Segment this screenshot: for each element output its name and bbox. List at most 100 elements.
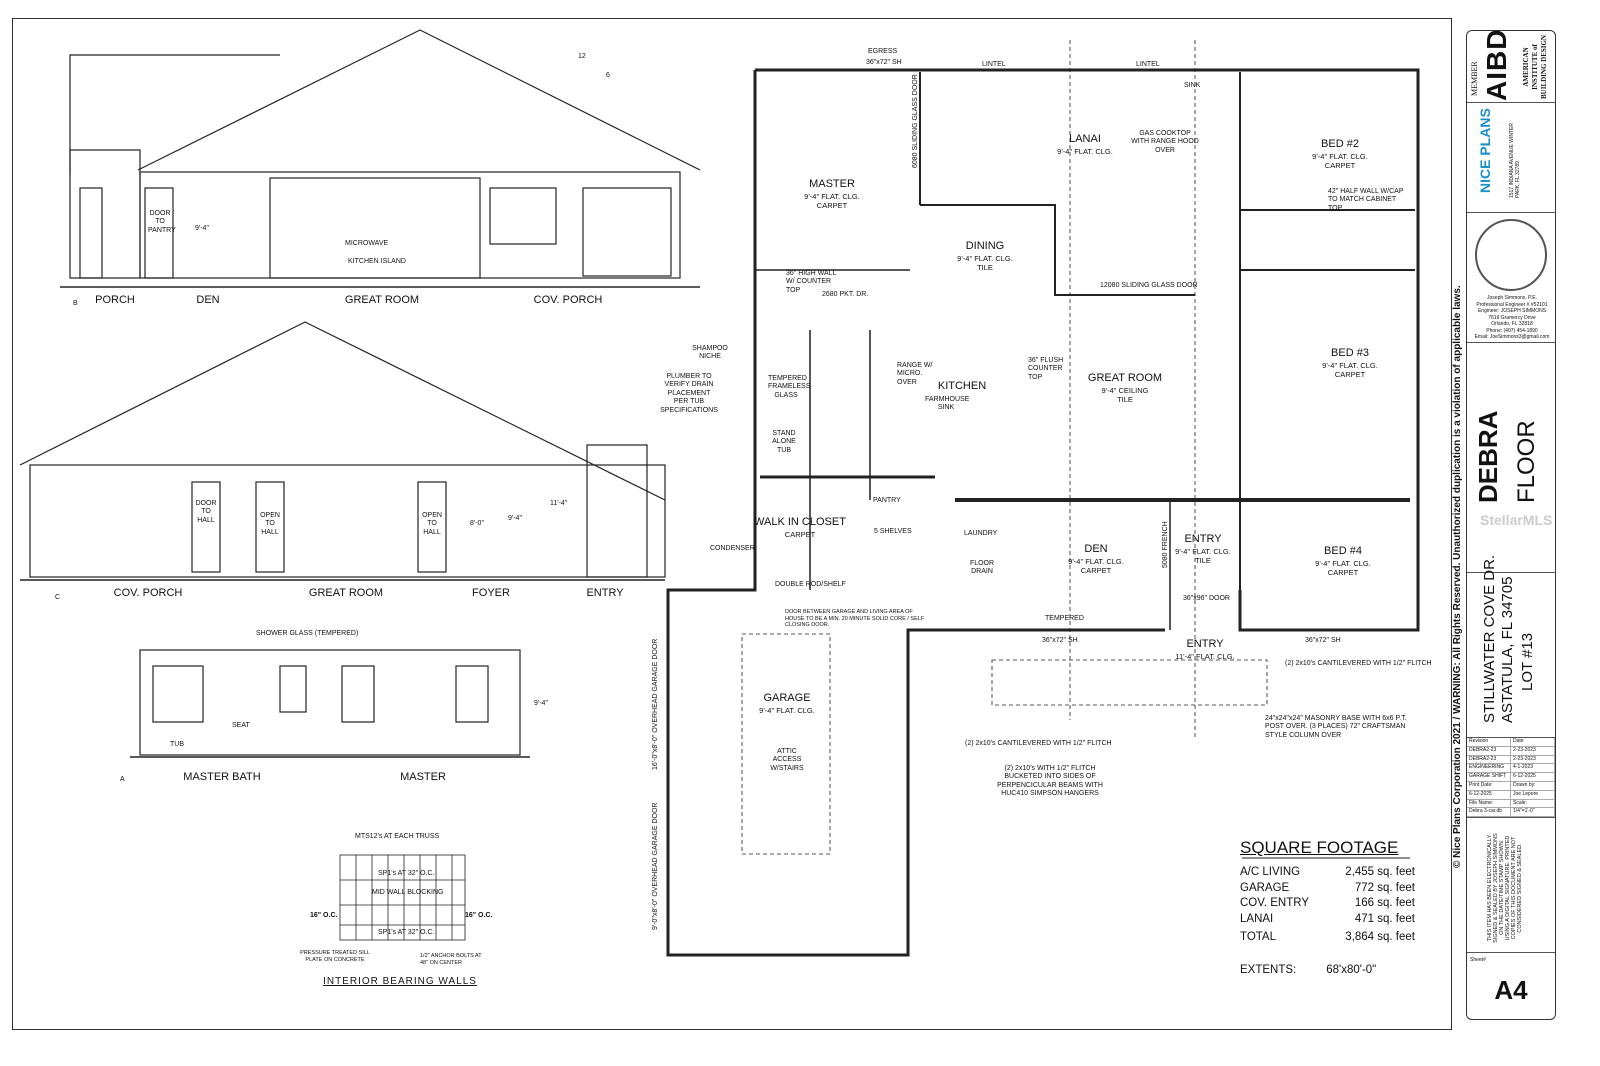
note-cooktop: GAS COOKTOP WITH RANGE HOOD OVER: [1131, 130, 1199, 154]
sqft-value: 471 sq. feet: [1354, 912, 1415, 925]
plan-name-text: DEBRA: [1473, 410, 1503, 503]
note-flitch: (2) 2x10's WITH 1/2" FLITCH BUCKETED INT…: [997, 765, 1103, 798]
aibd-full: AMERICAN INSTITUTE of BUILDING DESIGN: [1522, 35, 1548, 99]
sqft-label: TOTAL: [1240, 931, 1276, 943]
note-shower-glass: SHOWER GLASS (TEMPERED): [256, 630, 359, 637]
esign-text: THIS ITEM HAS BEEN ELECTRONICALLY SIGNED…: [1487, 833, 1523, 943]
room-ceiling: 9'-4" FLAT. CLG.: [759, 705, 815, 715]
section-marker: A: [120, 776, 125, 783]
engineer-line: Orlando, FL 32818: [1491, 321, 1533, 327]
label-den: DEN: [196, 294, 220, 306]
note-range: RANGE W/ MICRO. OVER: [897, 362, 933, 386]
note-island: KITCHEN ISLAND: [348, 258, 406, 265]
site-address: STILLWATER COVE DR. ASTATULA, FL 34705 L…: [1467, 555, 1555, 738]
nice-plans-logo: NICE PLANS 1517 INDIANA AVENUE WINTER PA…: [1467, 103, 1555, 213]
room-name: LANAI: [1069, 133, 1101, 145]
aibd-logo-text: AIBD: [1481, 28, 1512, 101]
sqft-row: LANAI 471 sq. feet: [1240, 913, 1415, 929]
engineer-seal: Joseph Simmons, P.E.Professional Enginee…: [1467, 213, 1555, 343]
seal-icon: [1475, 219, 1547, 291]
note-door-hall: DOOR TO HALL: [195, 500, 217, 524]
label-cov-porch: COV. PORCH: [533, 294, 603, 306]
revision-row: DEBRA2-23 update2-23-2023: [1467, 755, 1555, 765]
revision-cell: 2-23-2023: [1511, 755, 1555, 764]
engineer-line: Email: JoeSimmons3@gmail.com: [1474, 334, 1550, 340]
room-name: DINING: [965, 240, 1005, 252]
aibd-logo: MEMBER AIBD AMERICAN INSTITUTE of BUILDI…: [1467, 28, 1555, 103]
site-lot: LOT #13: [1519, 632, 1536, 691]
note-sink: SINK: [1184, 82, 1201, 89]
room-name: ENTRY: [1184, 533, 1222, 545]
note-microwave: MICROWAVE: [345, 240, 389, 247]
room-ceiling: 9'-4" FLAT. CLG.: [1322, 360, 1378, 370]
plan-name: DEBRA FLOOR: [1467, 343, 1555, 573]
note-height: 9'-4": [195, 225, 209, 232]
note-pantry: PANTRY: [873, 497, 901, 504]
revision-cell: Drawn by:: [1511, 781, 1555, 790]
sqft-label: LANAI: [1240, 912, 1274, 925]
esign-notice: THIS ITEM HAS BEEN ELECTRONICALLY SIGNED…: [1467, 818, 1555, 953]
label-master: MASTER: [400, 771, 446, 783]
note-anchor: 1/2" ANCHOR BOLTS AT 48" ON CENTER: [420, 953, 482, 966]
note-truss: MTS12's AT EACH TRUSS: [355, 833, 440, 840]
note-condenser: CONDENSER: [710, 545, 755, 552]
note-36-wall: 36" HIGH WALL W/ COUNTER TOP: [786, 270, 837, 294]
note-pitch2: 6: [606, 72, 610, 79]
extents-value: 68'x80'-0": [1326, 963, 1377, 976]
room-floor: CARPET: [1327, 568, 1359, 578]
revision-row: File Name:Scale:: [1467, 799, 1555, 809]
company-address: 1517 INDIANA AVENUE WINTER PARK, FL 3278…: [1509, 123, 1521, 198]
room-ceiling: 9'-4" FLAT. CLG.: [957, 253, 1013, 263]
engineer-line: Phone: (407) 454-1890: [1486, 327, 1538, 334]
title-block: MEMBER AIBD AMERICAN INSTITUTE of BUILDI…: [1466, 28, 1556, 1020]
revision-cell: 6-12-2025: [1467, 790, 1511, 799]
note-farm-sink: FARMHOUSE SINK: [925, 396, 970, 412]
note-window: 36"x72" SH: [866, 59, 902, 66]
room-name: BED #2: [1321, 138, 1359, 150]
engineer-line: Joseph Simmons, P.E.: [1487, 295, 1537, 301]
room-ceiling: 11'-4" FLAT. CLG.: [1175, 651, 1235, 661]
revision-cell: Scale:: [1511, 799, 1555, 808]
label-great-room: GREAT ROOM: [344, 294, 420, 306]
room-ceiling: 9'-4" FLAT. CLG.: [804, 191, 860, 201]
site-street: STILLWATER COVE DR.: [1481, 554, 1498, 723]
note-shampoo: SHAMPOO NICHE: [692, 345, 728, 361]
room-name: BED #4: [1324, 545, 1362, 557]
note-window-2: 36"x72" SH: [1042, 637, 1078, 644]
sqft-title: SQUARE FOOTAGE: [1240, 838, 1399, 857]
note-cantilever-2: (2) 2x10's CANTILEVERED WITH 1/2" FLITCH: [1285, 660, 1432, 667]
section-marker: C: [55, 594, 61, 601]
note-window-3: 36"x72" SH: [1305, 637, 1341, 644]
note-pitch: 12: [578, 53, 586, 60]
room-name: GREAT ROOM: [1087, 372, 1163, 384]
room-floor: CARPET: [1080, 566, 1112, 576]
room-name: ENTRY: [1186, 638, 1224, 650]
engineer-line: 7619 Gramercy Drive: [1488, 314, 1536, 321]
room-floor: CARPET: [1334, 370, 1366, 380]
extents-label: EXTENTS:: [1240, 963, 1297, 976]
label-porch: PORCH: [95, 294, 135, 306]
front-elevation: [60, 29, 701, 288]
note-h2: 8'-0": [470, 520, 484, 527]
note-pocket-door: 2680 PKT. DR.: [822, 291, 869, 298]
room-label: KITCHEN: [938, 380, 986, 394]
note-half-wall: 42" HALF WALL W/CAP TO MATCH CABINET TOP: [1328, 188, 1404, 212]
rear-elevation: [19, 321, 666, 581]
room-ceiling: 9'-4" FLAT. CLG.: [1068, 556, 1124, 566]
note-seat: SEAT: [232, 722, 250, 729]
sheet-type: FLOOR: [1513, 420, 1540, 503]
note-counter: 36" FLUSH COUNTER TOP: [1028, 357, 1064, 381]
note-french: 5080 FRENCH: [1162, 521, 1169, 568]
